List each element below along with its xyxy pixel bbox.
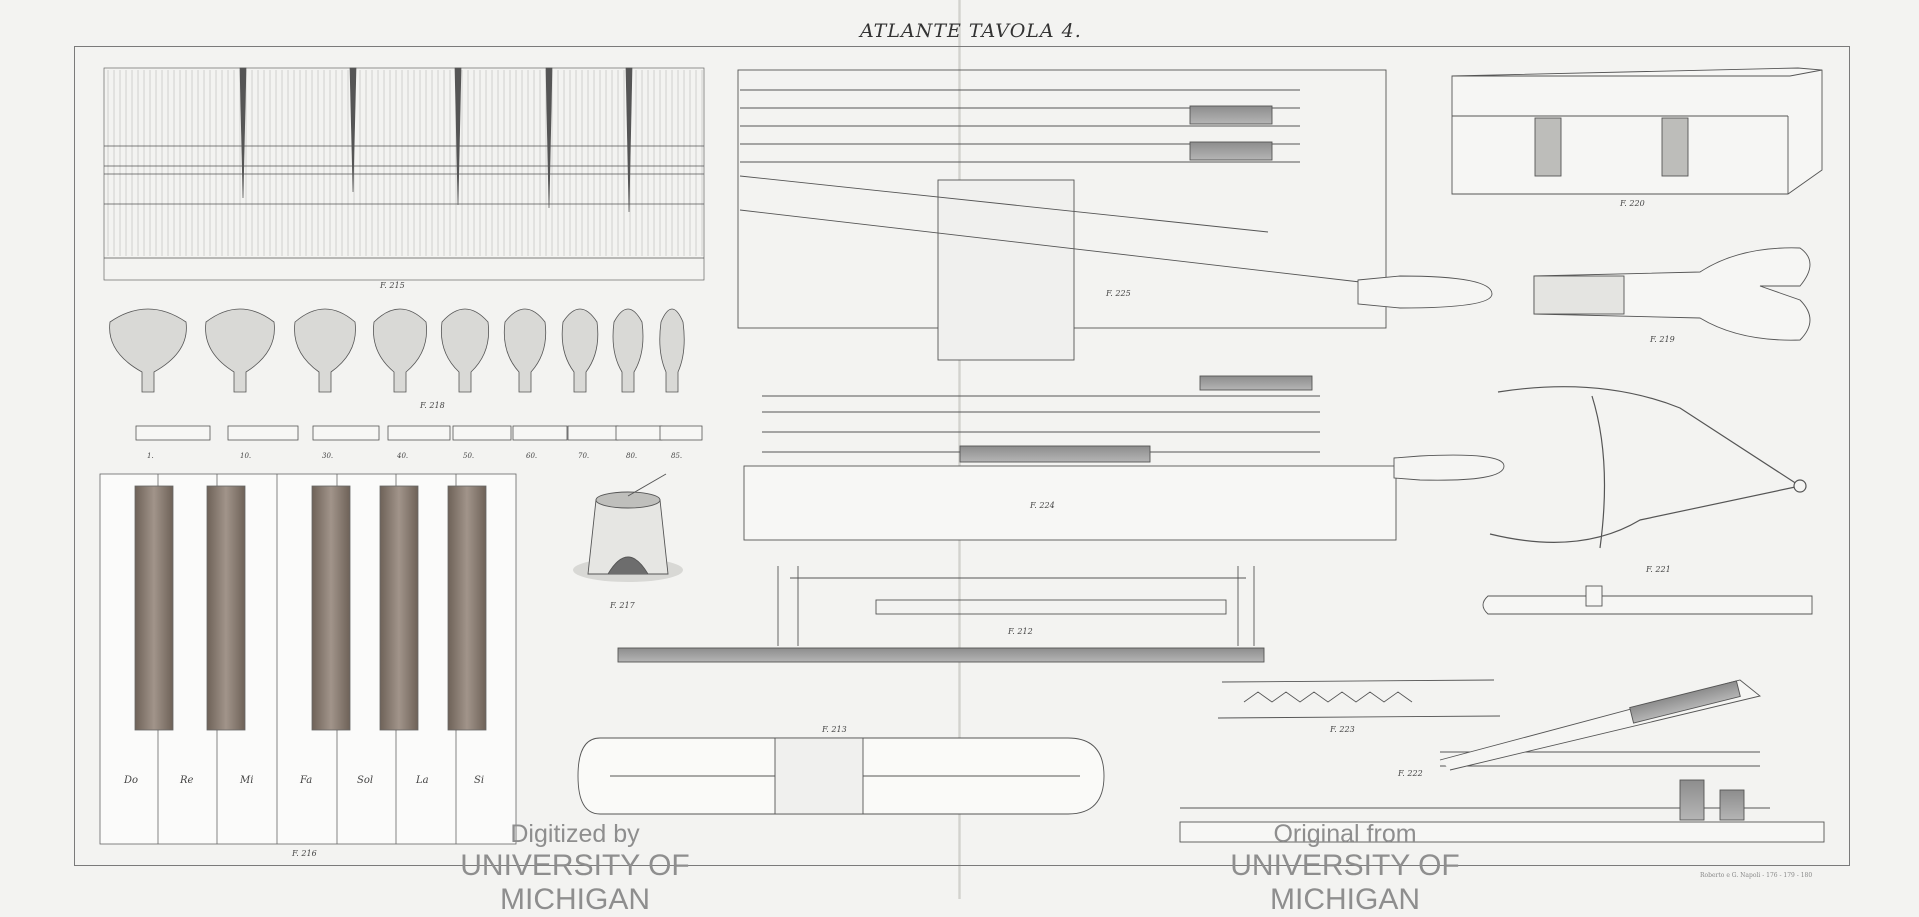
original-watermark: Original from UNIVERSITY OF MICHIGAN	[1170, 820, 1520, 917]
figure-213-ruler	[577, 737, 1105, 815]
printer-imprint: Roberto e G. Napoli - 176 - 179 - 180	[1700, 872, 1813, 879]
hammer-shank	[387, 425, 451, 441]
black-key	[206, 485, 246, 731]
hammer-label: 70.	[578, 452, 589, 460]
figure-219-caption: F. 219	[1649, 335, 1675, 344]
watermark-text: Original from	[1273, 820, 1417, 848]
watermark-institution: UNIVERSITY OF MICHIGAN	[1230, 849, 1460, 916]
figure-221-caption: F. 221	[1645, 565, 1671, 574]
figure-215-diagram	[103, 67, 705, 281]
hammer-shank	[567, 425, 619, 441]
figure-215-caption: F. 215	[379, 281, 405, 290]
black-key	[447, 485, 487, 731]
figure-222-caption: F. 222	[1397, 769, 1423, 778]
key-label-la: La	[415, 775, 429, 786]
key-label-do: Do	[123, 775, 138, 786]
key-label-si: Si	[474, 775, 484, 786]
figure-221-calipers	[1489, 386, 1807, 549]
hammer-shank	[452, 425, 512, 441]
hammer-head	[205, 308, 275, 393]
hammer-shank	[659, 425, 703, 441]
figure-224-mechanism	[743, 375, 1505, 541]
figure-220-block	[1451, 67, 1823, 195]
hammer-head	[294, 308, 356, 393]
page-gutter	[958, 0, 961, 899]
plate-title: ATLANTE TAVOLA 4.	[860, 20, 1082, 42]
key-note-labels: Do Re Mi Fa Sol La Si	[123, 775, 484, 786]
figure-219-clamp	[1533, 247, 1811, 341]
hammer-shank	[615, 425, 663, 441]
figure-217-caption: F. 217	[609, 601, 636, 610]
black-key	[134, 485, 174, 731]
hammer-shank	[512, 425, 568, 441]
hammer-label: 1.	[147, 452, 154, 460]
digitized-watermark: Digitized by UNIVERSITY OF MICHIGAN	[400, 820, 750, 917]
hammer-label: 50.	[463, 452, 474, 460]
hammer-shank	[312, 425, 380, 441]
watermark-institution: UNIVERSITY OF MICHIGAN	[460, 849, 690, 916]
figure-215-hatching	[107, 70, 703, 256]
watermark-text: Digitized by	[510, 820, 640, 848]
hammer-label: 85.	[671, 452, 682, 460]
figure-220-caption: F. 220	[1619, 199, 1645, 208]
hammer-head	[659, 308, 685, 393]
hammer-head	[503, 308, 547, 393]
figure-213-caption: F. 213	[821, 725, 847, 734]
hammer-head	[561, 308, 599, 393]
black-key	[311, 485, 351, 731]
figure-222-action	[1179, 679, 1825, 843]
figure-224-caption: F. 224	[1029, 501, 1055, 510]
figure-216-caption: F. 216	[291, 849, 317, 858]
tuning-key-tool	[1482, 585, 1813, 615]
figure-223-caption: F. 223	[1329, 725, 1355, 734]
figure-216-keyboard	[99, 473, 517, 845]
figure-218-hammers	[109, 308, 703, 441]
hammer-label: 10.	[240, 452, 251, 460]
hammer-label: 80.	[626, 452, 637, 460]
figure-218-caption: F. 218	[419, 401, 445, 410]
key-label-fa: Fa	[299, 775, 312, 786]
figure-212-caption: F. 212	[1007, 627, 1033, 636]
plate-frame	[74, 46, 1850, 866]
figure-225-frame	[737, 69, 1493, 361]
figure-212-stretcher	[617, 566, 1265, 663]
hammer-label: 30.	[322, 452, 333, 460]
key-label-mi: Mi	[239, 775, 253, 786]
hammer-head	[373, 308, 427, 393]
hammer-label: 40.	[396, 452, 408, 460]
figure-223-strip	[1217, 679, 1501, 719]
hammer-head	[612, 308, 644, 393]
hammer-shank	[227, 425, 299, 441]
key-label-sol: Sol	[357, 775, 373, 786]
hammer-shank	[135, 425, 211, 441]
hammer-number-labels: 1. 10. 30. 40. 50. 60. 70. 80. 85.	[147, 452, 682, 460]
key-label-re: Re	[179, 775, 194, 786]
figure-217-glue-pot	[573, 473, 683, 582]
hammer-label: 60.	[526, 452, 537, 460]
hammer-head	[440, 308, 490, 393]
black-key	[379, 485, 419, 731]
figure-225-caption: F. 225	[1105, 289, 1131, 298]
hammer-head	[109, 308, 187, 393]
